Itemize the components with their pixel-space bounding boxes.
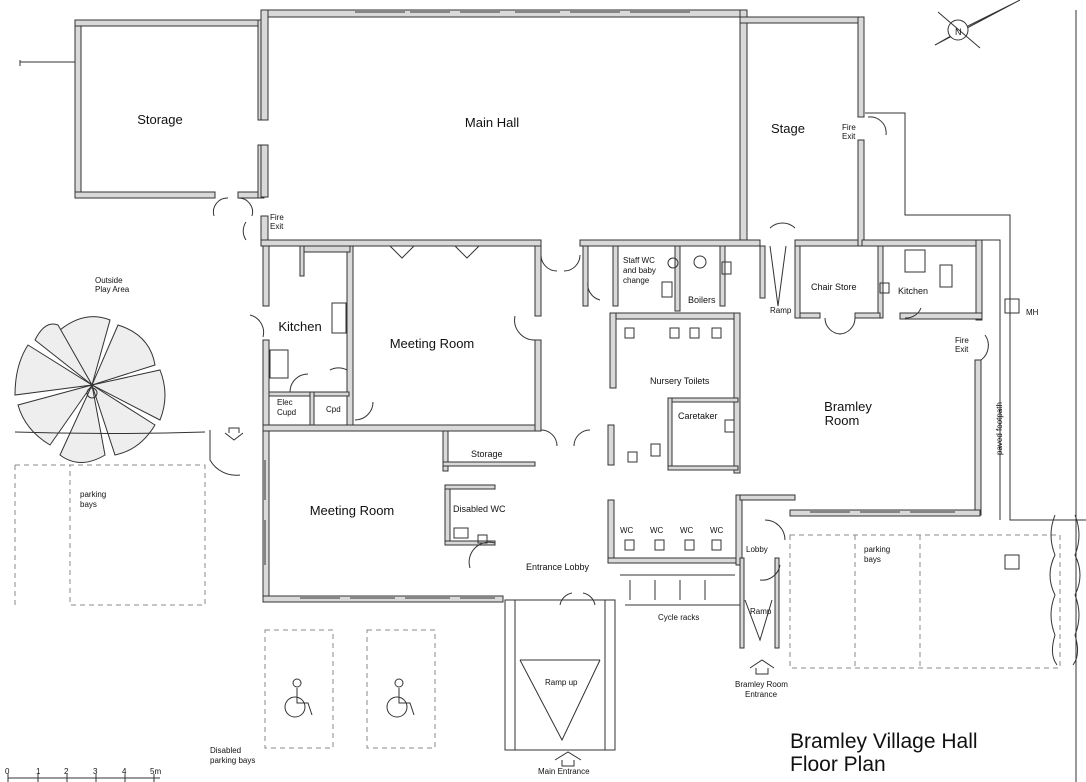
label-ramp-inner: Ramp: [770, 306, 792, 315]
stage-walls: [739, 16, 865, 247]
label-wc-4: WC: [710, 526, 724, 535]
label-elec-cupd-2: Cupd: [277, 408, 296, 417]
label-staff-wc-3: change: [623, 276, 650, 285]
label-outside-play-2: Play Area: [95, 285, 130, 294]
label-kitchen-east: Kitchen: [898, 286, 928, 296]
label-wc-3: WC: [680, 526, 694, 535]
label-fire-exit-stage-2: Exit: [842, 132, 856, 141]
scale-bar: [7, 774, 160, 782]
central-walls: [582, 245, 801, 649]
label-bramley-room-2: Room: [825, 413, 860, 428]
scale-bar-labels: 0 1 2 3 4 5m: [5, 767, 161, 776]
ramps: [504, 245, 787, 751]
label-parking-east-1: parking: [864, 545, 890, 554]
label-fire-exit-stage-1: Fire: [842, 123, 856, 132]
label-ramp-up: Ramp up: [545, 678, 578, 687]
label-ramp-east: Ramp: [750, 607, 772, 616]
label-parking-west-2: bays: [80, 500, 97, 509]
storage-walls: [74, 19, 265, 199]
scale-tick-5: 5m: [150, 767, 161, 776]
title-line-1: Bramley Village Hall: [790, 730, 978, 753]
west-wing-walls: [262, 245, 542, 603]
label-meeting-room-2: Meeting Room: [310, 503, 395, 518]
label-lobby: Lobby: [746, 545, 768, 554]
label-storage-small: Storage: [471, 449, 503, 459]
label-bramley-room-1: Bramley: [824, 399, 872, 414]
disabled-parking-symbols: [284, 678, 415, 718]
annotation-labels: Fire Exit Fire Exit Fire Exit Outside Pl…: [80, 27, 1039, 776]
label-north: N: [955, 27, 962, 37]
play-area-tree: [14, 316, 206, 463]
label-wc-2: WC: [650, 526, 664, 535]
label-entrance-lobby: Entrance Lobby: [526, 562, 590, 572]
label-stage: Stage: [771, 121, 805, 136]
label-parking-east-2: bays: [864, 555, 881, 564]
label-kitchen-west: Kitchen: [278, 319, 321, 334]
label-paved-footpath: paved footpath: [995, 402, 1004, 455]
label-meeting-room-1: Meeting Room: [390, 336, 475, 351]
label-parking-west-1: parking: [80, 490, 106, 499]
scale-tick-2: 2: [64, 767, 69, 776]
title-line-2: Floor Plan: [790, 753, 886, 776]
east-walls: [789, 239, 983, 517]
label-elec-cupd-1: Elec: [277, 398, 293, 407]
scale-tick-1: 1: [36, 767, 41, 776]
scale-tick-3: 3: [93, 767, 98, 776]
fixtures: [269, 249, 1020, 570]
label-main-hall: Main Hall: [465, 115, 519, 130]
label-caretaker: Caretaker: [678, 411, 718, 421]
label-fire-exit-west-2: Exit: [270, 222, 284, 231]
label-main-entrance: Main Entrance: [538, 767, 590, 776]
label-outside-play-1: Outside: [95, 276, 123, 285]
scale-tick-0: 0: [5, 767, 10, 776]
label-cpd: Cpd: [326, 405, 341, 414]
label-disabled-parking-1: Disabled: [210, 746, 241, 755]
label-chair-store: Chair Store: [811, 282, 857, 292]
door-swings: [209, 116, 989, 606]
label-wc-1: WC: [620, 526, 634, 535]
windows: [264, 11, 955, 599]
label-fire-exit-bramley-2: Exit: [955, 345, 969, 354]
plan-title: Bramley Village Hall Floor Plan: [790, 730, 978, 776]
label-staff-wc-1: Staff WC: [623, 256, 655, 265]
label-cycle-racks: Cycle racks: [658, 613, 699, 622]
label-disabled-wc: Disabled WC: [453, 504, 506, 514]
label-fire-exit-bramley-1: Fire: [955, 336, 969, 345]
scale-tick-4: 4: [122, 767, 127, 776]
north-arrow-icon: [934, 0, 1021, 49]
east-hedge: [1049, 10, 1081, 782]
label-boilers: Boilers: [688, 295, 716, 305]
label-fire-exit-west-1: Fire: [270, 213, 284, 222]
entrance-arrows: [224, 427, 775, 767]
label-bramley-entrance-1: Bramley Room: [735, 680, 788, 689]
room-labels: Storage Main Hall Stage Kitchen Meeting …: [137, 112, 928, 616]
label-bramley-entrance-2: Entrance: [745, 690, 778, 699]
label-mh: MH: [1026, 308, 1039, 317]
site-lines: [14, 60, 1086, 749]
main-hall-walls: [260, 9, 866, 247]
label-storage: Storage: [137, 112, 183, 127]
label-nursery-toilets: Nursery Toilets: [650, 376, 710, 386]
label-disabled-parking-2: parking bays: [210, 756, 255, 765]
label-staff-wc-2: and baby: [623, 266, 656, 275]
